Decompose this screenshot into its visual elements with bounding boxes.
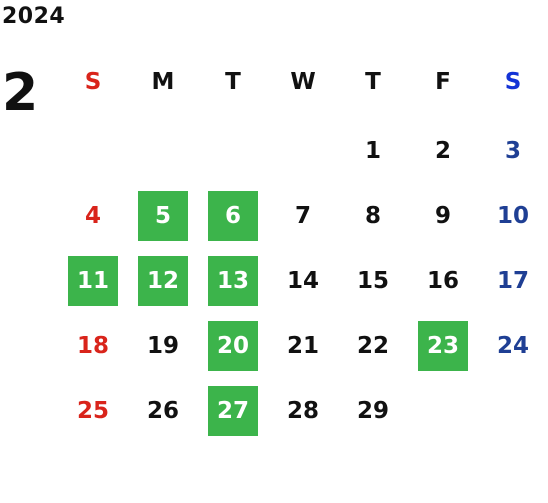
day-cell[interactable]: 10 <box>496 203 529 229</box>
weekday-header: F <box>435 69 451 95</box>
day-cell[interactable]: 14 <box>286 268 319 294</box>
day-cell[interactable]: 3 <box>504 138 521 164</box>
day-cell[interactable]: 17 <box>496 268 529 294</box>
calendar-month: 2 <box>2 63 39 123</box>
day-cell[interactable]: 29 <box>356 398 389 424</box>
day-cell[interactable]: 18 <box>76 333 109 359</box>
highlighted-day-cell[interactable]: 12 <box>138 256 188 306</box>
weekday-header: W <box>290 69 316 95</box>
day-cell[interactable]: 8 <box>364 203 381 229</box>
day-cell[interactable]: 21 <box>286 333 319 359</box>
highlighted-day-cell[interactable]: 13 <box>208 256 258 306</box>
weekday-header: T <box>225 69 241 95</box>
day-cell[interactable]: 1 <box>364 138 381 164</box>
highlighted-day-cell[interactable]: 5 <box>138 191 188 241</box>
day-cell[interactable]: 2 <box>434 138 451 164</box>
day-cell[interactable]: 22 <box>356 333 389 359</box>
day-cell[interactable]: 28 <box>286 398 319 424</box>
day-cell[interactable]: 25 <box>76 398 109 424</box>
weekday-header: M <box>151 69 175 95</box>
day-cell[interactable]: 4 <box>84 203 101 229</box>
calendar-year: 2024 <box>2 4 66 29</box>
highlighted-day-cell[interactable]: 23 <box>418 321 468 371</box>
day-cell[interactable]: 19 <box>146 333 179 359</box>
day-cell[interactable]: 26 <box>146 398 179 424</box>
highlighted-day-cell[interactable]: 11 <box>68 256 118 306</box>
highlighted-day-cell[interactable]: 27 <box>208 386 258 436</box>
highlighted-day-cell[interactable]: 6 <box>208 191 258 241</box>
weekday-header: S <box>504 69 522 95</box>
day-cell[interactable]: 24 <box>496 333 529 359</box>
highlighted-day-cell[interactable]: 20 <box>208 321 258 371</box>
weekday-header: S <box>84 69 102 95</box>
day-cell[interactable]: 9 <box>434 203 451 229</box>
day-cell[interactable]: 16 <box>426 268 459 294</box>
day-cell[interactable]: 7 <box>294 203 311 229</box>
day-cell[interactable]: 15 <box>356 268 389 294</box>
weekday-header: T <box>365 69 381 95</box>
